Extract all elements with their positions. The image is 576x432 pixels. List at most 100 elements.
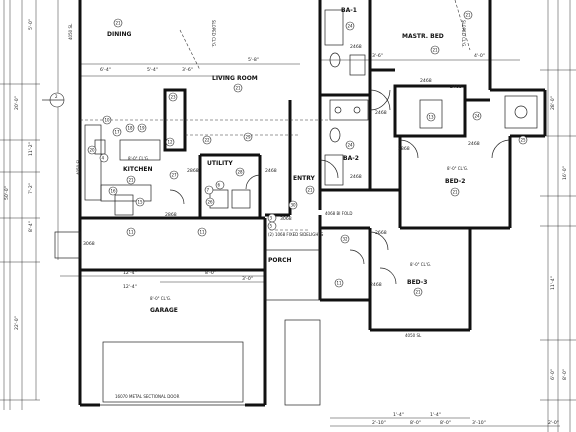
tag: 5 (267, 221, 277, 231)
dim-label: 20'-0" (14, 96, 20, 110)
svg-text:24: 24 (475, 114, 481, 119)
tag: 11 (126, 227, 136, 237)
tag: 24 (472, 111, 482, 121)
room-label-kitchen: KITCHEN (123, 166, 153, 173)
svg-text:28: 28 (238, 170, 244, 175)
svg-text:22: 22 (205, 138, 211, 143)
tag: 20 (87, 145, 97, 155)
door-label: 2468 (350, 174, 362, 180)
dim-label: 3'-10" (472, 420, 486, 426)
note-kitchen-ceiling: 8'-0" CL'G. (128, 156, 149, 161)
dim-label: 5'-4" (147, 67, 158, 73)
door-label: 2868 (165, 212, 177, 218)
tag: 30 (288, 200, 298, 210)
room-labels: DINING LIVING ROOM KITCHEN UTILITY ENTRY… (107, 7, 465, 314)
tag: 22 (202, 135, 212, 145)
plan-notes: 8'-0" CL'G. 16070 METAL SECTIONAL DOOR 8… (68, 20, 468, 399)
tag: 11 (197, 227, 207, 237)
svg-text:23: 23 (171, 95, 177, 100)
dim-label: 8'-0" (205, 270, 216, 276)
door-label: 2468 (350, 44, 362, 50)
room-label-garage: GARAGE (150, 307, 178, 314)
door-label: 3068 (83, 241, 95, 247)
section-marker: 2 (42, 92, 65, 108)
note-sloped-master: SLOPED CL'G. (461, 20, 466, 48)
tag: 4 (99, 153, 109, 163)
dim-label: 5'-0" (28, 19, 34, 30)
garage-slab (102, 341, 244, 403)
dimension-labels: 6'-4" 5'-4" 3'-6" 5'-8" 3'-6" 4'-0" 20'-… (4, 19, 568, 426)
note-bifold: 4068 BI FOLD (325, 211, 352, 216)
dashed-reference-lines (80, 0, 471, 231)
door-label: 2468 (450, 84, 462, 90)
dim-label: 11'-2" (28, 142, 34, 156)
door-label: 2468 (468, 141, 480, 147)
svg-text:26: 26 (208, 200, 214, 205)
note-sloped-dining: SLOPED CL'G. (211, 20, 216, 48)
note-garage-ceiling: 8'-0" CL'G. (150, 296, 171, 301)
tag: 32 (340, 234, 350, 244)
tag: 24 (345, 140, 355, 150)
dim-label: 8'-4" (28, 221, 34, 232)
svg-text:15: 15 (138, 200, 144, 205)
tag: 21 (233, 83, 243, 93)
svg-text:18: 18 (128, 126, 134, 131)
dim-label: 8'-0" (410, 420, 421, 426)
walls (78, 0, 547, 407)
dim-label: 1'-4" (430, 412, 441, 418)
svg-text:21: 21 (416, 290, 422, 295)
note-bed3-ceiling: 8'-0" CL'G. (410, 262, 431, 267)
window-label-bed3: 4050 SL (405, 333, 422, 338)
dim-label: 6'-4" (100, 67, 111, 73)
door-swings (169, 89, 511, 285)
door-label: 2868 (187, 168, 199, 174)
svg-text:5: 5 (270, 224, 273, 229)
room-label-bed-3: BED-3 (407, 279, 427, 286)
room-label-entry: ENTRY (293, 175, 316, 182)
svg-text:21: 21 (236, 86, 242, 91)
svg-text:6: 6 (218, 183, 221, 188)
svg-text:21: 21 (466, 13, 472, 18)
room-label-living-room: LIVING ROOM (212, 75, 258, 82)
tag: 16 (108, 186, 118, 196)
door-label: 2668 (375, 230, 387, 236)
dim-label: 11'-4" (550, 276, 556, 290)
tag: 17 (112, 127, 122, 137)
tag: 3 (267, 213, 277, 223)
room-label-bath-1: BA-1 (341, 7, 357, 14)
dim-label: 16'-0" (562, 166, 568, 180)
svg-text:11: 11 (129, 230, 135, 235)
porch-area (54, 231, 321, 406)
svg-text:21: 21 (433, 48, 439, 53)
svg-text:24: 24 (348, 143, 354, 148)
dim-label: 3'-6" (372, 53, 383, 59)
svg-text:21: 21 (129, 178, 135, 183)
tag: 21 (113, 18, 123, 28)
tag: 24 (345, 21, 355, 31)
tag: 26 (205, 197, 215, 207)
tag: 27 (169, 170, 179, 180)
door-label: 2468 (375, 110, 387, 116)
tag: 18 (125, 123, 135, 133)
svg-text:11: 11 (200, 230, 206, 235)
svg-text:21: 21 (453, 190, 459, 195)
tag: 21 (450, 187, 460, 197)
dim-label: 50'-0" (4, 186, 10, 200)
svg-text:32: 32 (343, 237, 349, 242)
section-marker-number: 2 (55, 94, 58, 99)
room-label-dining: DINING (107, 31, 131, 38)
window-label-dining: 4050 SL (68, 23, 73, 40)
tag: 21 (305, 185, 315, 195)
tag: 15 (135, 197, 145, 207)
svg-text:4: 4 (102, 156, 105, 161)
tag: 21 (463, 10, 473, 20)
dim-label: 8'-0" (562, 369, 568, 380)
tag: 6 (215, 180, 225, 190)
svg-text:24: 24 (348, 24, 354, 29)
tag: 21 (430, 45, 440, 55)
door-label: 3068 (280, 216, 292, 222)
tag: 19 (137, 123, 147, 133)
dim-label: 3'-0" (242, 276, 253, 282)
door-label: 2468 (420, 78, 432, 84)
